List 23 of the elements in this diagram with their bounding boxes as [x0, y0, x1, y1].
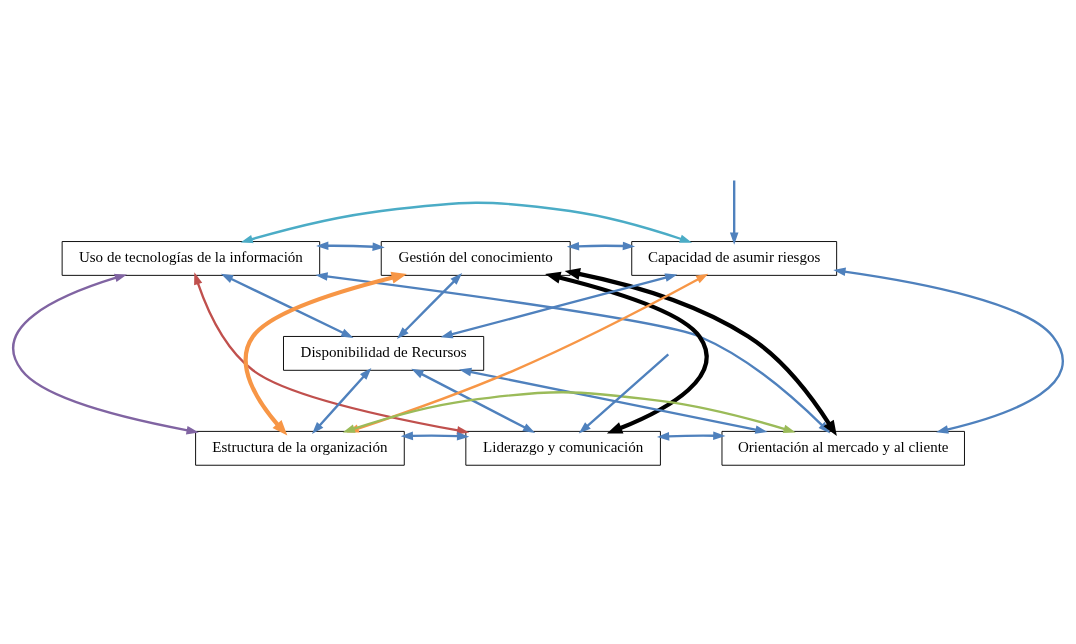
arrow: [12, 273, 199, 434]
arrow: [396, 272, 463, 339]
node-box: Disponibilidad de Recursos: [283, 335, 485, 371]
node-box: Estructura de la organización: [195, 430, 405, 466]
arrow: [220, 273, 354, 338]
arrow: [240, 201, 692, 243]
arrow: [440, 272, 678, 338]
arrow: [400, 431, 470, 440]
arrow: [545, 271, 709, 433]
arrow: [564, 267, 837, 436]
node-box: Orientación al mercado y al cliente: [721, 430, 965, 466]
arrow: [459, 367, 768, 434]
node-box: Liderazgo y comunicación: [465, 430, 661, 466]
arrow: [656, 430, 726, 441]
arrow: [316, 241, 385, 251]
node-box: Capacidad de asumir riesgos: [631, 240, 838, 276]
arrow: [833, 266, 1064, 434]
node-box: Uso de tecnologías de la información: [61, 240, 321, 276]
node-box: Gestión del conocimiento: [380, 240, 571, 276]
arrow: [578, 353, 670, 434]
arrow: [729, 180, 739, 245]
arrow: [411, 368, 536, 433]
arrow: [566, 241, 636, 251]
